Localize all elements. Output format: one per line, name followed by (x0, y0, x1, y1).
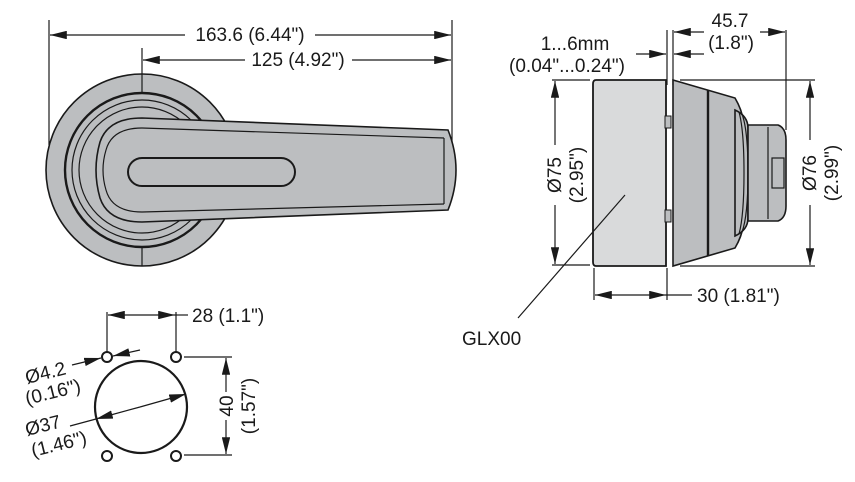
handle-edge-top (141, 127, 445, 139)
gap-label-inch: (0.04"...0.24") (509, 56, 625, 77)
clip-2 (664, 209, 672, 223)
spacing-v-label: 40 (217, 395, 238, 416)
dim-handle-length: 125 (4.92") (251, 50, 344, 71)
d75-label: Ø75 (545, 157, 566, 193)
mount-hole-bl (101, 450, 113, 462)
front-view-handle: 163.6 (6.44") 125 (4.92") (45, 20, 457, 267)
center-d-arrow-left (95, 406, 141, 420)
flange-line-1 (738, 111, 745, 235)
depth-label: 45.7 (712, 11, 749, 32)
spacing-h-label: 28 (1.1") (192, 306, 264, 327)
center-d-leader (69, 418, 97, 427)
side-view: 1...6mm (0.04"...0.24") 45.7 (1.8") Ø75 … (462, 11, 843, 350)
mount-hole-tr (170, 351, 182, 363)
body-depth-label: 30 (1.81") (697, 286, 780, 307)
part-label: GLX00 (462, 329, 521, 350)
d76-label-inch: (2.99") (822, 145, 843, 201)
clip-1 (664, 115, 672, 129)
depth-label-inch: (1.8") (708, 33, 754, 54)
knob (747, 124, 787, 222)
cutout-view: 28 (1.1") Ø4.2 (0.16") Ø37 (1.46") 40 (1… (23, 306, 264, 462)
spacing-v-label-inch: (1.57") (239, 378, 260, 434)
dim-overall-length: 163.6 (6.44") (195, 25, 304, 46)
knob-tab (771, 157, 785, 189)
grip-slot (127, 157, 296, 187)
center-d-arrow-right (139, 393, 187, 408)
hole-d-arrow-out (112, 348, 141, 357)
mount-hole-tl (101, 351, 113, 363)
housing-body (592, 79, 667, 267)
gap-label: 1...6mm (541, 34, 610, 55)
hole-d-arrow-in (71, 357, 102, 367)
handle-inner-curve (102, 127, 143, 213)
handle-edge-bottom (141, 203, 445, 213)
d76-label: Ø76 (800, 155, 821, 191)
part-leader-line (517, 194, 626, 319)
d75-label-inch: (2.95") (567, 147, 588, 203)
mount-hole-br (170, 450, 182, 462)
